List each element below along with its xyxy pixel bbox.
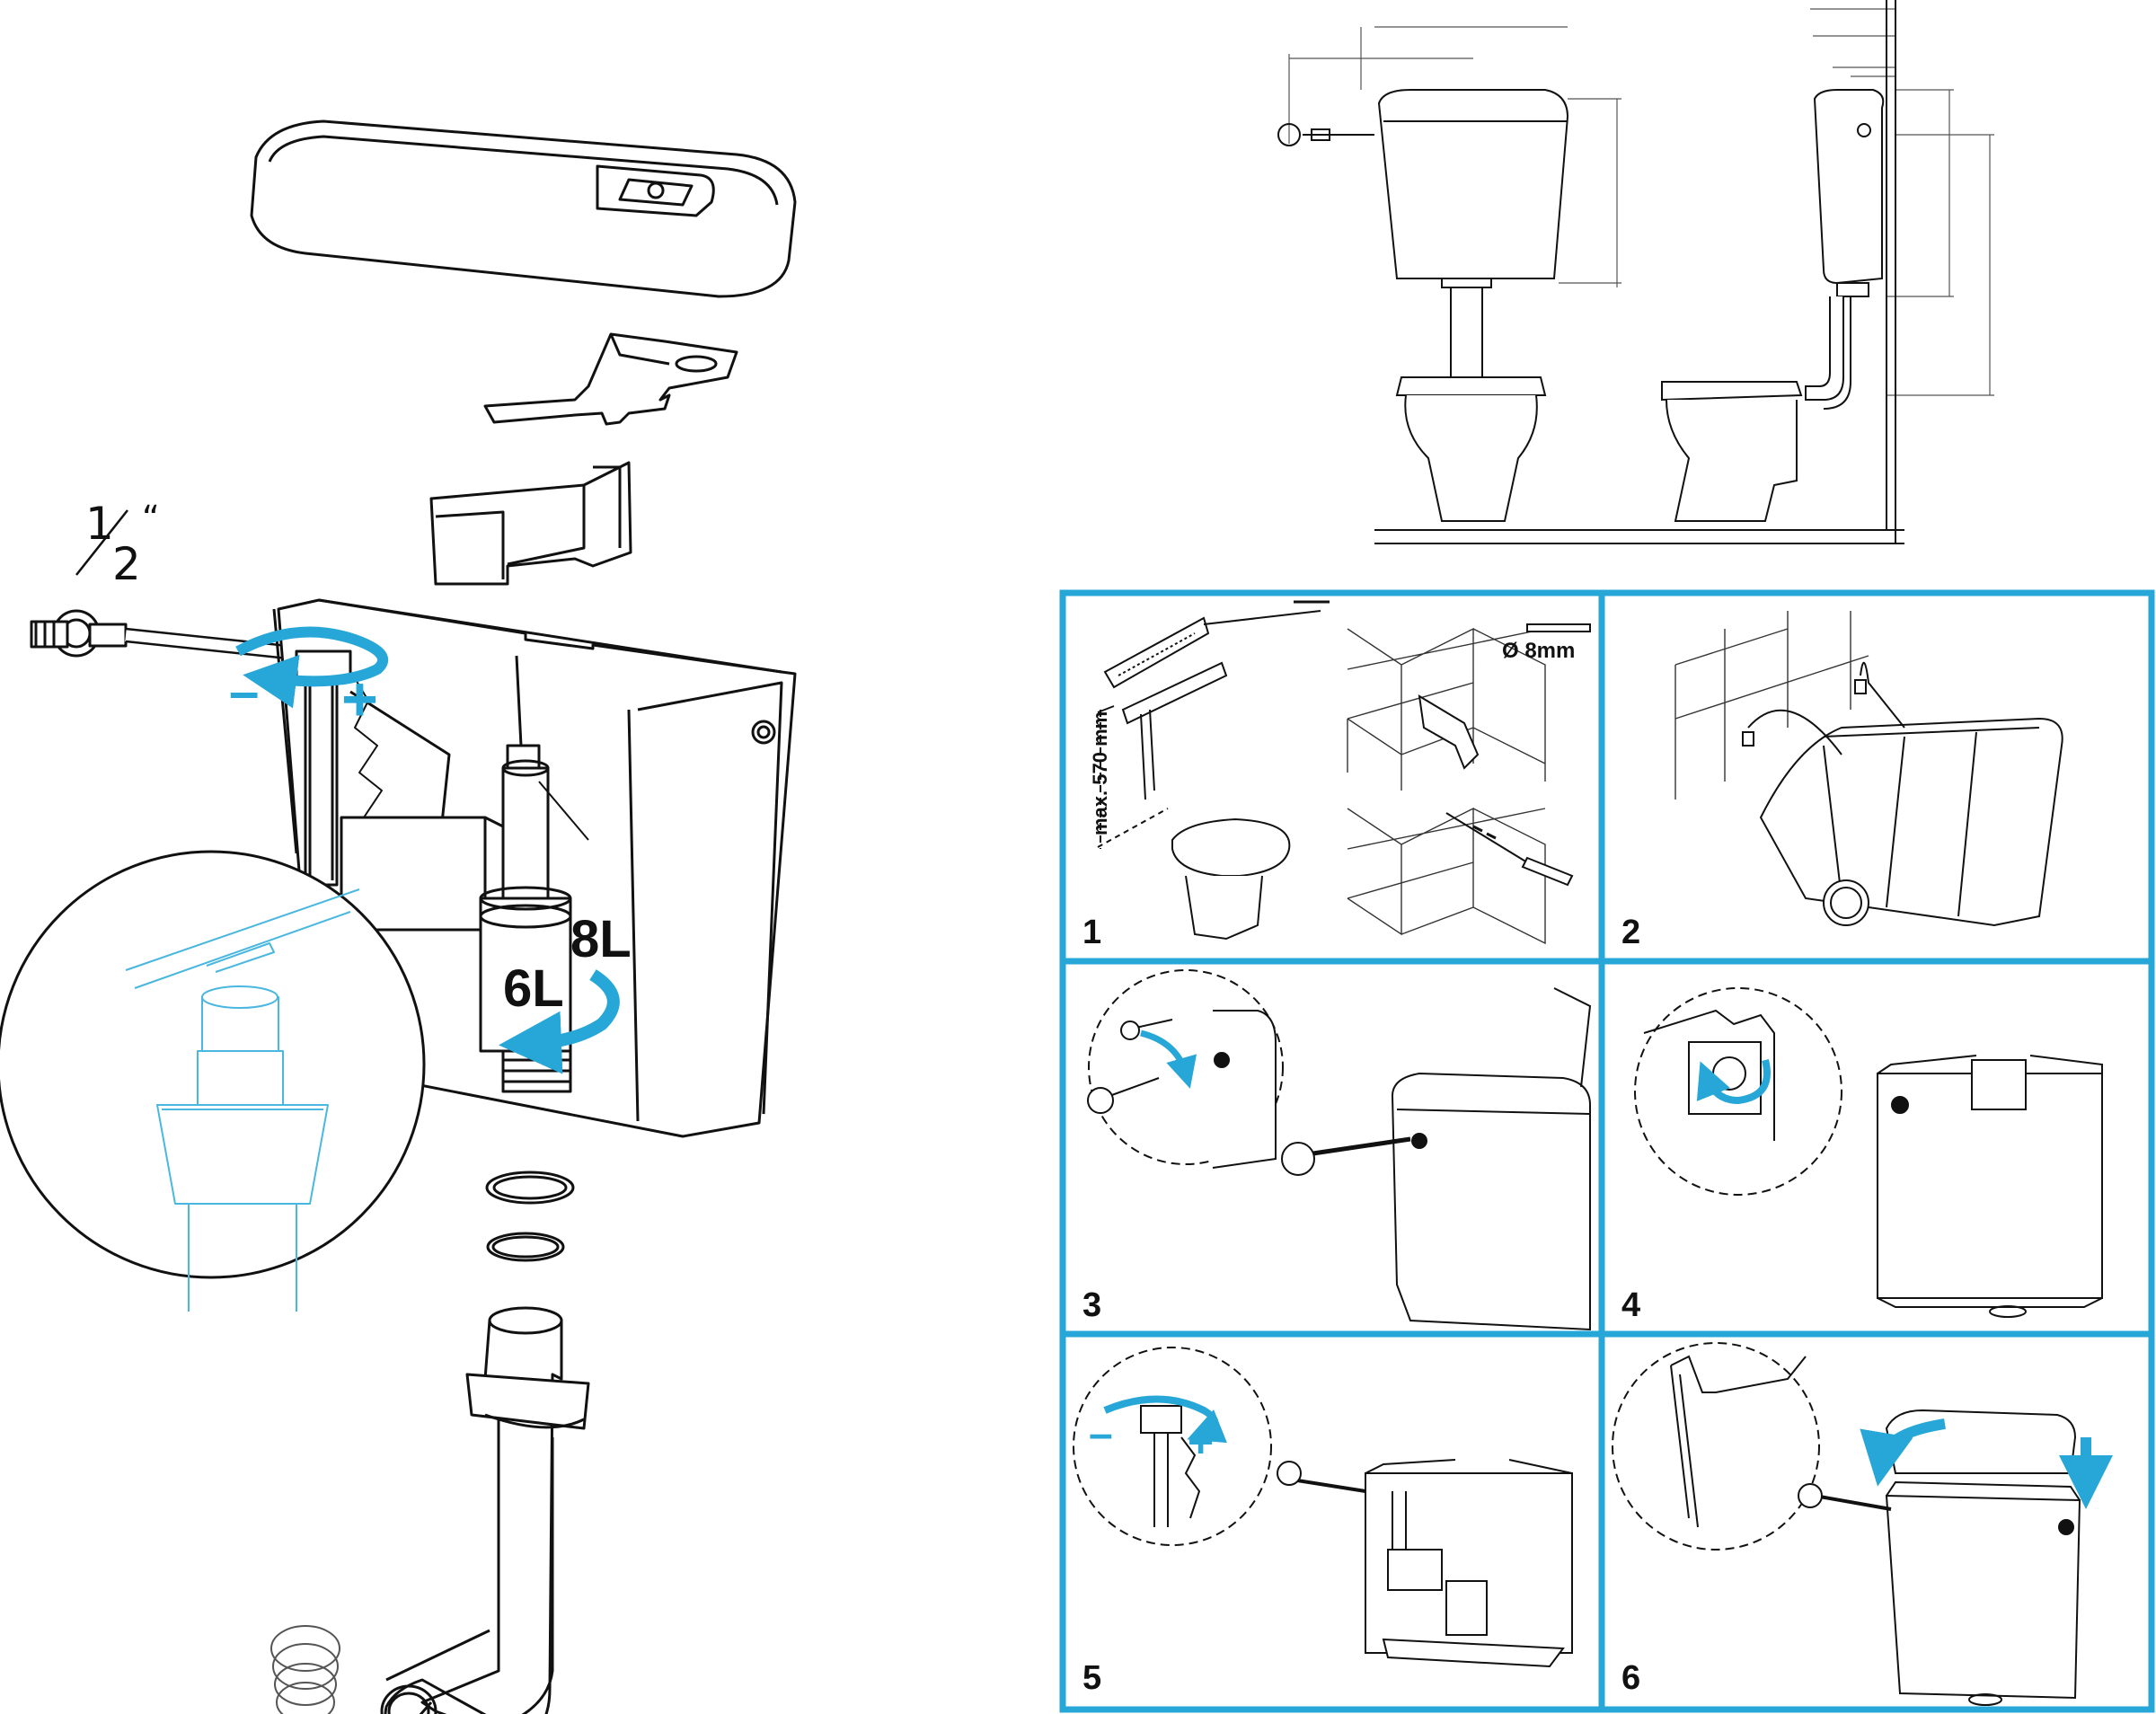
step-1-number: 1 — [1082, 914, 1101, 951]
exploded-view: 1 2 “ — [0, 119, 797, 1714]
svg-text:2: 2 — [112, 538, 141, 590]
svg-text:“: “ — [142, 499, 160, 538]
volume-6l-label: 6L — [503, 959, 564, 1018]
curved-arrow-icon — [1140, 1029, 1197, 1089]
plus-sign: + — [341, 664, 378, 734]
rotate-arrow-icon — [235, 626, 388, 709]
step-5-minus: – — [1089, 1410, 1113, 1458]
flush-pipe — [380, 1306, 590, 1714]
step-5-number: 5 — [1082, 1659, 1101, 1697]
step-5-panel — [1073, 1347, 1573, 1668]
height-limit-label: max. 570 mm — [1089, 711, 1111, 835]
svg-text:1: 1 — [85, 498, 114, 550]
step-5-plus: + — [1188, 1417, 1214, 1467]
volume-8l-label: 8L — [570, 910, 632, 968]
step-6-number: 6 — [1621, 1659, 1640, 1697]
reducer-cone — [270, 1625, 340, 1714]
step-4-panel — [1634, 987, 2103, 1318]
step-3-panel — [1087, 969, 1592, 1331]
steps-grid — [1059, 589, 2155, 1713]
drill-size-label: Ø 8mm — [1502, 639, 1575, 663]
angle-valve — [30, 609, 297, 661]
seal-rings — [485, 1171, 575, 1262]
curved-arrow-icon — [1696, 1059, 1771, 1105]
detail-magnifier — [0, 850, 426, 1312]
flush-mechanism-holder — [429, 461, 632, 586]
step-6-panel — [1612, 1342, 2081, 1706]
step-4-number: 4 — [1621, 1286, 1640, 1324]
dimension-drawing — [1277, 0, 1994, 544]
curved-arrow-icon — [1860, 1418, 1946, 1487]
rotate-arrow-icon — [1103, 1395, 1228, 1444]
curved-arrow-icon — [499, 969, 620, 1074]
pipe-size-label: 1 2 “ — [75, 498, 160, 590]
cistern-lid — [250, 119, 797, 298]
minus-sign: – — [229, 661, 259, 721]
exploded-annotations: – + 8L 6L — [229, 626, 632, 1074]
step-2-number: 2 — [1621, 914, 1640, 951]
step-2-panel — [1674, 611, 2063, 927]
fill-valve — [295, 649, 505, 945]
push-button-bracket — [483, 332, 738, 426]
step-1-panel — [1097, 600, 1591, 945]
step-3-number: 3 — [1082, 1286, 1101, 1324]
